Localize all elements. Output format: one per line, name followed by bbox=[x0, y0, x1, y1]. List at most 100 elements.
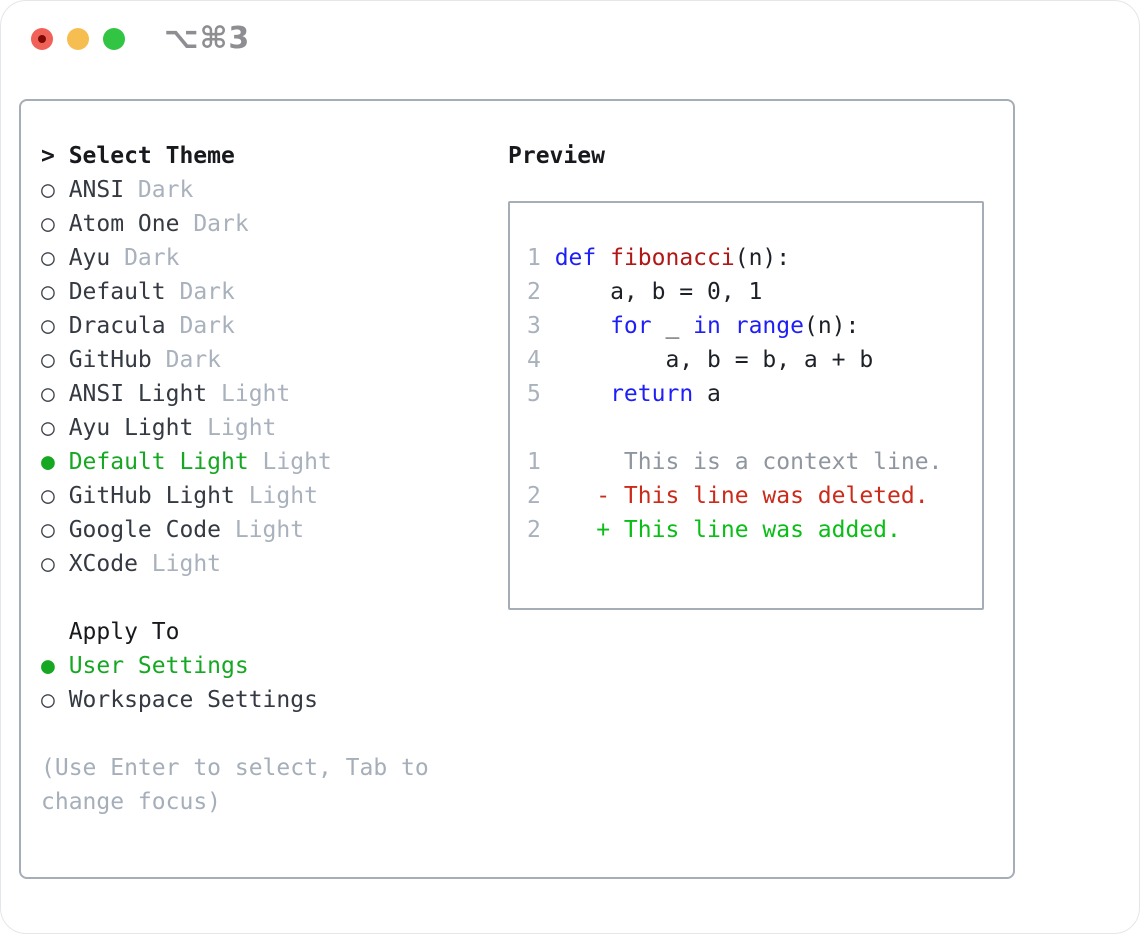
apply-option-label: Workspace Settings bbox=[68, 687, 318, 713]
line-content: return a bbox=[555, 377, 721, 411]
code-segment: def bbox=[554, 245, 597, 271]
apply-option[interactable]: ● User Settings bbox=[41, 649, 429, 683]
hint-text-line-1: (Use Enter to select, Tab to bbox=[41, 755, 429, 781]
code-segment: This is a context line. bbox=[554, 449, 943, 475]
theme-variant: Light bbox=[207, 415, 277, 441]
theme-variant: Light bbox=[262, 449, 332, 475]
code-segment: fibonacci bbox=[610, 245, 735, 271]
radio-icon: ○ bbox=[41, 483, 55, 509]
spacer bbox=[41, 717, 429, 751]
line-number bbox=[527, 411, 541, 445]
code-segment: (n): bbox=[734, 245, 791, 271]
theme-variant: Dark bbox=[193, 211, 249, 237]
prompt-icon: > bbox=[41, 143, 55, 169]
radio-icon: ○ bbox=[41, 687, 55, 713]
theme-name: Ayu bbox=[68, 245, 111, 271]
theme-variant: Dark bbox=[137, 177, 194, 203]
theme-option[interactable]: ● Default Light Light bbox=[41, 445, 429, 479]
code-segment: _ bbox=[651, 313, 694, 339]
select-theme-heading-label: Select Theme bbox=[68, 143, 235, 169]
code-segment: + This line was added. bbox=[554, 517, 901, 543]
radio-icon: ○ bbox=[41, 177, 55, 203]
radio-icon: ○ bbox=[41, 415, 55, 441]
code-segment: (n): bbox=[803, 313, 860, 339]
line-number: 2 bbox=[527, 483, 541, 509]
code-segment: - This line was deleted. bbox=[554, 483, 929, 509]
theme-variant: Light bbox=[151, 551, 222, 577]
hint-text-line-2: change focus) bbox=[41, 789, 222, 815]
window-title: ⌥⌘3 bbox=[164, 21, 251, 56]
preview-line: 2 - This line was deleted. bbox=[527, 479, 982, 513]
line-content: - This line was deleted. bbox=[554, 479, 929, 513]
apply-option-label: User Settings bbox=[68, 653, 249, 679]
line-content: for _ in range(n): bbox=[555, 309, 860, 343]
titlebar: ⌥⌘3 bbox=[1, 1, 1139, 77]
preview-line: 3 for _ in range(n): bbox=[527, 309, 982, 343]
preview-heading: Preview bbox=[508, 143, 605, 169]
line-content: + This line was added. bbox=[555, 513, 901, 547]
line-content: This is a context line. bbox=[555, 445, 943, 479]
code-segment bbox=[596, 245, 610, 271]
preview-line bbox=[527, 411, 982, 445]
theme-name: GitHub Light bbox=[68, 483, 235, 509]
radio-icon: ○ bbox=[41, 313, 55, 339]
theme-name: Default Light bbox=[68, 449, 249, 475]
code-segment: a bbox=[693, 381, 721, 407]
preview-line: 2 + This line was added. bbox=[527, 513, 982, 547]
theme-option[interactable]: ○ Dracula Dark bbox=[41, 309, 429, 343]
line-content: a, b = 0, 1 bbox=[554, 275, 763, 309]
line-number: 1 bbox=[527, 449, 541, 475]
line-number: 5 bbox=[527, 381, 541, 407]
code-segment: for bbox=[610, 313, 652, 339]
apply-option-list: ● User Settings ○ Workspace Settings bbox=[41, 649, 429, 717]
theme-variant: Dark bbox=[179, 313, 235, 339]
code-segment bbox=[721, 313, 735, 339]
code-segment: return bbox=[610, 381, 694, 407]
preview-line: 2 a, b = 0, 1 bbox=[527, 275, 982, 309]
radio-icon: ○ bbox=[41, 551, 55, 577]
line-number: 3 bbox=[527, 313, 541, 339]
apply-to-heading: Apply To bbox=[41, 615, 429, 649]
zoom-button-icon[interactable] bbox=[103, 28, 125, 50]
close-button-icon[interactable] bbox=[31, 28, 53, 50]
radio-selected-icon: ● bbox=[41, 449, 55, 475]
code-segment: in bbox=[693, 313, 721, 339]
line-number: 4 bbox=[527, 347, 541, 373]
line-number: 2 bbox=[527, 279, 541, 305]
apply-to-heading-label: Apply To bbox=[68, 619, 180, 645]
code-segment bbox=[555, 381, 610, 407]
preview-line: 5 return a bbox=[527, 377, 982, 411]
code-segment: a, b = b, a + b bbox=[554, 347, 874, 373]
theme-name: Default bbox=[68, 279, 166, 305]
minimize-button-icon[interactable] bbox=[67, 28, 89, 50]
line-number: 2 bbox=[527, 517, 541, 543]
theme-name: Atom One bbox=[68, 211, 180, 237]
theme-variant: Dark bbox=[179, 279, 235, 305]
theme-name: Google Code bbox=[68, 517, 222, 543]
select-theme-heading: > Select Theme bbox=[41, 139, 429, 173]
theme-name: Dracula bbox=[68, 313, 166, 339]
radio-icon: ○ bbox=[41, 347, 55, 373]
line-content: a, b = b, a + b bbox=[554, 343, 874, 377]
apply-option[interactable]: ○ Workspace Settings bbox=[41, 683, 429, 717]
theme-name: ANSI Light bbox=[68, 381, 208, 407]
radio-selected-icon: ● bbox=[41, 653, 55, 679]
radio-icon: ○ bbox=[41, 381, 55, 407]
preview-line: 4 a, b = b, a + b bbox=[527, 343, 982, 377]
code-segment: a, b = 0, 1 bbox=[554, 279, 763, 305]
